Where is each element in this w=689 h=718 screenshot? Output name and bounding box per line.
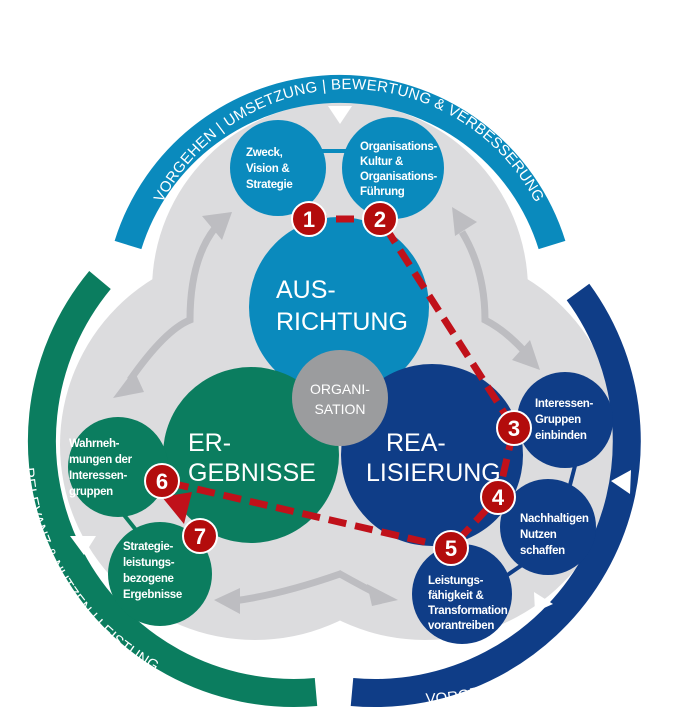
triangle-marker-top — [328, 106, 352, 124]
svg-text:schaffen: schaffen — [520, 545, 565, 557]
ausrichtung-label-2: RICHTUNG — [276, 308, 408, 336]
realisierung-label-2: LISIERUNG — [366, 459, 501, 487]
step-badge-3: 3 — [496, 410, 532, 446]
route-arrow-head — [162, 492, 192, 524]
svg-text:Transformation: Transformation — [428, 605, 508, 617]
ausrichtung-label-1: AUS- — [276, 276, 336, 304]
svg-text:Interessen-: Interessen- — [69, 470, 128, 482]
svg-text:Zweck,: Zweck, — [246, 147, 283, 159]
svg-text:6: 6 — [156, 469, 168, 494]
svg-text:Organisations-: Organisations- — [360, 141, 437, 153]
nutzen-labels: Nachhaltigen Nutzen schaffen — [520, 513, 589, 557]
svg-text:mungen der: mungen der — [69, 454, 133, 466]
svg-text:7: 7 — [194, 524, 206, 549]
step-badge-6: 6 — [144, 463, 180, 499]
arrow-head-bottom-right — [367, 584, 398, 606]
svg-text:gruppen: gruppen — [69, 486, 113, 498]
organisationskultur-circle — [342, 117, 444, 219]
arrow-left-to-top — [127, 225, 218, 383]
arrow-head-up-left — [202, 212, 232, 240]
arrow-top-to-right — [458, 230, 528, 355]
svg-text:Organisations-: Organisations- — [360, 171, 437, 183]
svg-text:Gruppen: Gruppen — [535, 414, 581, 426]
triangle-marker-right-lower — [534, 592, 553, 612]
svg-text:4: 4 — [492, 485, 505, 510]
arrow-head-bottom-left — [214, 588, 240, 614]
outer-arc-top — [114, 74, 566, 250]
svg-text:Strategie-: Strategie- — [123, 541, 174, 553]
zweck-vision-strategie-circle — [230, 120, 326, 216]
ergebnisse-label-2: GEBNISSE — [188, 459, 316, 487]
svg-text:leistungs-: leistungs- — [123, 557, 175, 569]
step-badge-5: 5 — [433, 530, 469, 566]
outer-arc-right — [350, 283, 641, 708]
svg-text:bezogene: bezogene — [123, 573, 174, 585]
step-badges: 1 2 3 4 5 6 7 — [144, 201, 532, 566]
nachhaltigen-nutzen-circle — [500, 479, 596, 575]
svg-text:Nutzen: Nutzen — [520, 529, 557, 541]
step-badge-4: 4 — [480, 479, 516, 515]
arrow-head-down-right — [512, 340, 540, 370]
kultur-labels: Organisations- Kultur & Organisations- F… — [360, 141, 438, 198]
svg-text:Strategie: Strategie — [246, 179, 293, 191]
svg-text:Leistungs-: Leistungs- — [428, 575, 484, 587]
wahrnehmungen-circle — [68, 417, 168, 517]
zweck-labels: Zweck, Vision & Strategie — [246, 147, 293, 191]
triangle-marker-left — [70, 536, 96, 555]
organisation-label-1: ORGANI- — [310, 381, 370, 397]
strategie-ergebnisse-circle — [108, 522, 212, 626]
svg-text:1: 1 — [303, 207, 315, 232]
svg-text:Führung: Führung — [360, 186, 405, 198]
svg-text:5: 5 — [445, 536, 457, 561]
svg-text:Nachhaltigen: Nachhaltigen — [520, 513, 589, 525]
realisierung-label-1: REA- — [386, 429, 446, 457]
triangle-marker-right-upper — [611, 470, 631, 494]
organisation-circle — [292, 350, 388, 446]
arrow-head-down-left — [113, 370, 144, 398]
svg-text:2: 2 — [374, 207, 386, 232]
svg-text:einbinden: einbinden — [535, 430, 587, 442]
svg-text:3: 3 — [508, 416, 520, 441]
svg-text:Vision &: Vision & — [246, 163, 289, 175]
leistungsfaehigkeit-circle — [412, 544, 512, 644]
step-badge-2: 2 — [362, 201, 398, 237]
interessengruppen-einbinden-circle — [517, 372, 613, 468]
svg-text:fähigkeit &: fähigkeit & — [428, 590, 484, 602]
step-badge-1: 1 — [291, 201, 327, 237]
svg-text:Ergebnisse: Ergebnisse — [123, 589, 182, 601]
ausrichtung-circle — [249, 217, 429, 397]
outer-arc-left — [27, 271, 318, 707]
cycle-arrows — [113, 207, 540, 614]
strategie-labels: Strategie- leistungs- bezogene Ergebniss… — [123, 541, 182, 601]
organisation-label-2: SATION — [314, 401, 365, 417]
wahrnehmungen-labels: Wahrneh- mungen der Interessen- gruppen — [69, 438, 133, 498]
svg-text:vorantreiben: vorantreiben — [428, 620, 494, 632]
interessen-labels: Interessen- Gruppen einbinden — [535, 398, 594, 442]
leistung-labels: Leistungs- fähigkeit & Transformation vo… — [428, 575, 508, 632]
svg-text:Interessen-: Interessen- — [535, 398, 594, 410]
svg-text:Kultur &: Kultur & — [360, 156, 403, 168]
step-badge-7: 7 — [182, 518, 218, 554]
arrow-head-up-right — [452, 207, 477, 236]
ergebnisse-label-1: ER- — [188, 429, 231, 457]
svg-text:Wahrneh-: Wahrneh- — [69, 438, 120, 450]
